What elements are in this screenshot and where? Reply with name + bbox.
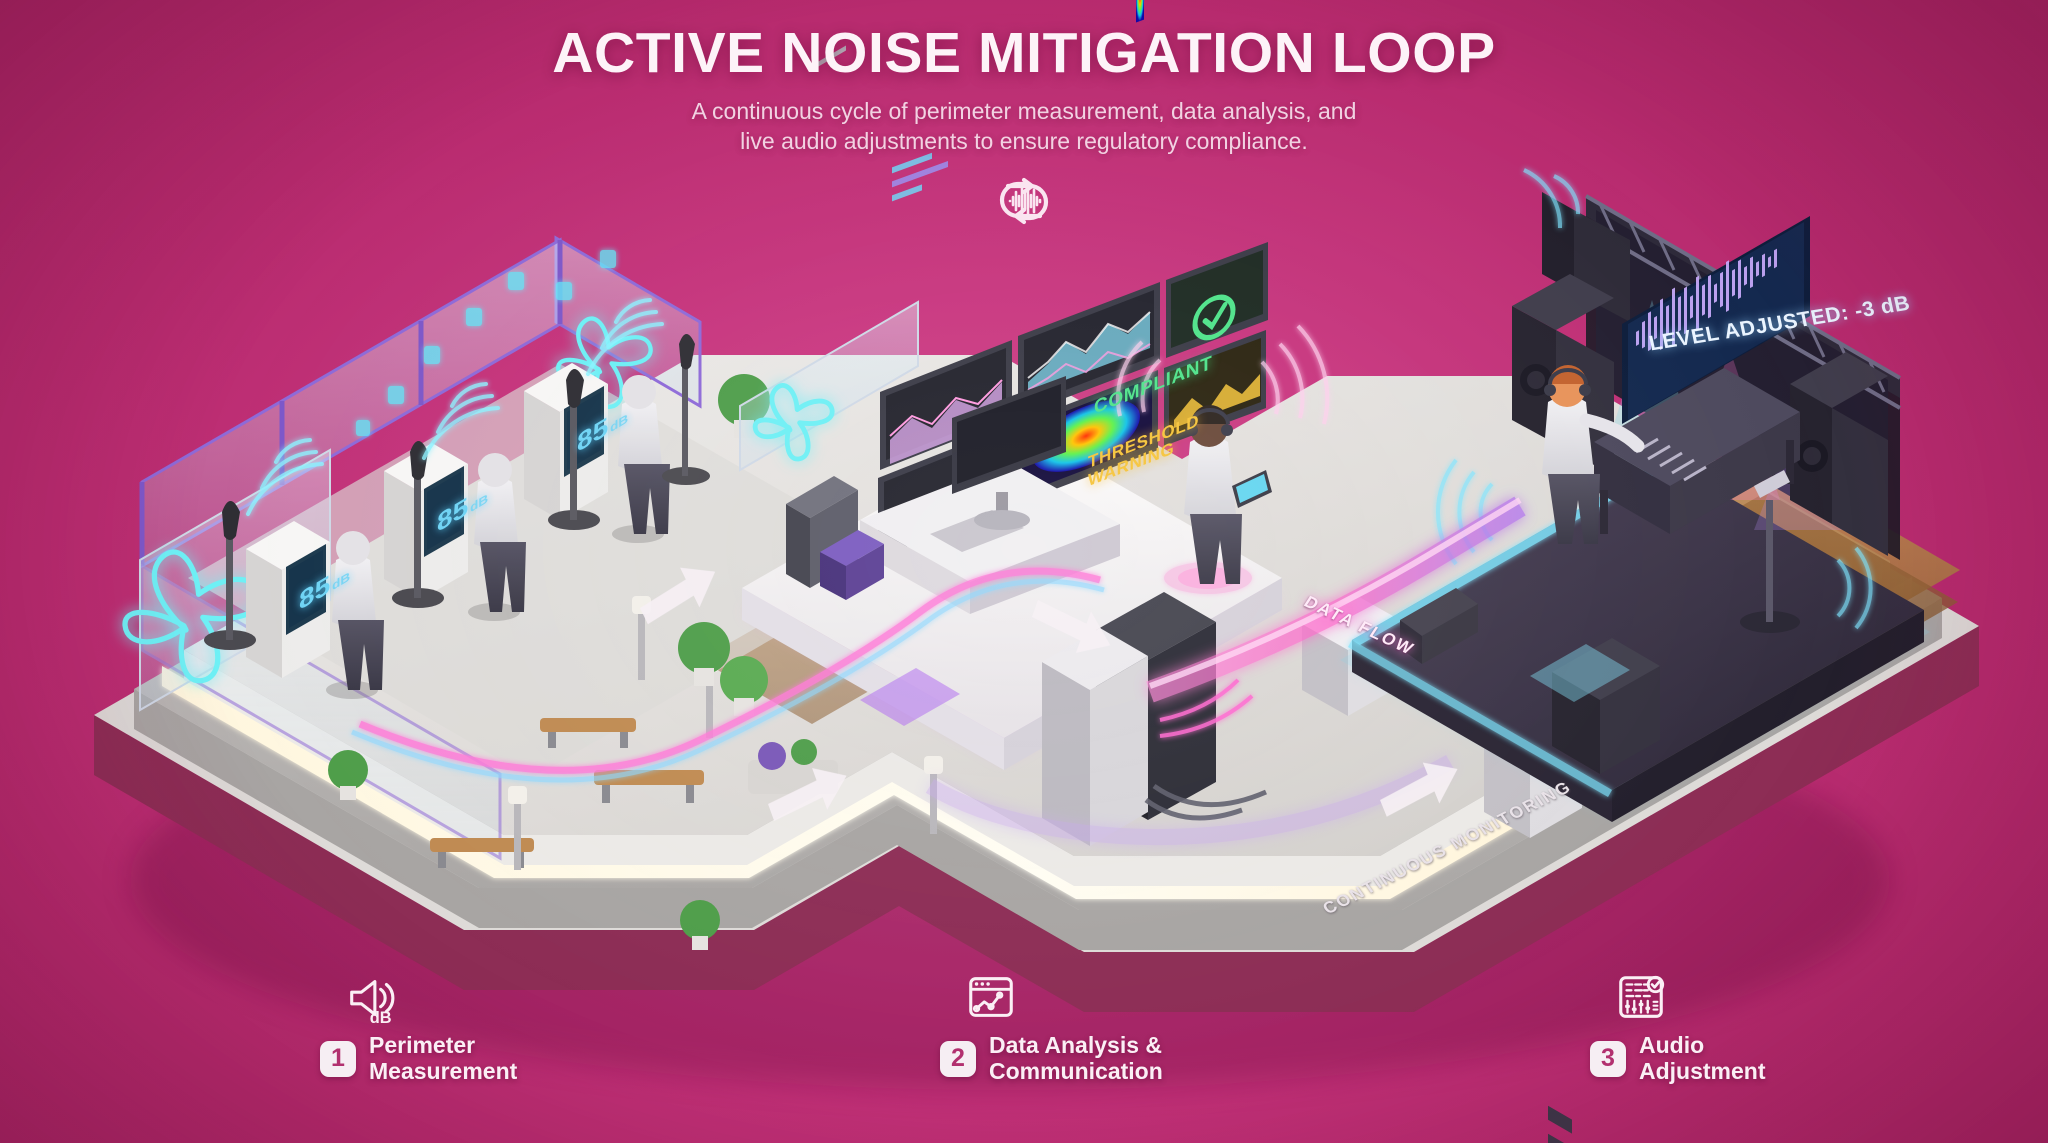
flow-line-cyan	[351, 578, 1105, 783]
stage-microphone-stand	[1740, 470, 1800, 633]
stage-screen	[1622, 216, 1810, 424]
legend-label-2-line1: Data Analysis &	[989, 1032, 1162, 1058]
legend-label-2-line2: Communication	[989, 1057, 1163, 1084]
data-flow-beam-core	[1148, 497, 1522, 689]
monitor	[880, 340, 1012, 470]
measurement-kiosk[interactable]	[246, 521, 330, 678]
measurement-kiosk[interactable]	[384, 443, 468, 600]
desk-monitor	[952, 376, 1066, 530]
console-faders	[1635, 437, 1707, 482]
mixer-check-icon	[1614, 971, 1668, 1025]
legend-label-3: Audio Adjustment	[1639, 1032, 1766, 1085]
zone3-stage	[1340, 168, 1930, 1143]
sound-waves	[1116, 324, 1330, 425]
legend-badge-3: 3	[1590, 1040, 1626, 1077]
legend-badge-1: 1	[320, 1040, 356, 1077]
legend-badge-2: 2	[940, 1040, 976, 1077]
legend-label-1: Perimeter Measurement	[369, 1032, 518, 1085]
data-cables	[1159, 678, 1254, 738]
speaker-stack-right	[1790, 352, 1888, 556]
wireless-signal-icon	[422, 382, 500, 460]
microphone-stand	[548, 369, 600, 530]
cables	[1144, 783, 1268, 821]
chart-window-icon	[964, 971, 1018, 1025]
microphone-stand	[662, 334, 710, 485]
subtitle-line-1: A continuous cycle of perimeter measurem…	[691, 97, 1357, 124]
legend-label-1-line2: Measurement	[369, 1057, 518, 1084]
legend-item-2[interactable]: 2 Data Analysis & Communication	[940, 971, 1163, 1085]
person-headset-operator	[1164, 405, 1272, 594]
db-caption: dB	[370, 1009, 392, 1025]
subtitle-line-2: live audio adjustments to ensure regulat…	[740, 128, 1308, 155]
neon-flower-logo-3	[752, 383, 835, 462]
legend-label-3-line1: Audio	[1639, 1032, 1705, 1058]
person-operator	[326, 531, 384, 699]
monitor-wedge-speaker	[1400, 588, 1478, 664]
control-room-glass-wall	[739, 300, 919, 472]
header: ACTIVE NOISE MITIGATION LOOP A continuou…	[0, 21, 2048, 229]
person-operator	[612, 375, 670, 543]
speaker-db-icon: dB	[344, 971, 398, 1025]
wireless-signal-icon	[246, 438, 324, 516]
flow-arrows	[640, 567, 1458, 822]
data-flow-beam	[1146, 496, 1526, 703]
microphone-stand	[392, 441, 444, 608]
microphone-stand	[204, 501, 256, 650]
loop-waveform-icon	[982, 173, 1066, 229]
page-title: ACTIVE NOISE MITIGATION LOOP	[552, 21, 1496, 85]
platform-rim-maroon	[94, 626, 1979, 1012]
data-tiles	[356, 250, 616, 436]
person-operator	[468, 453, 526, 621]
peripheral-box	[820, 530, 884, 600]
platform-rim-grey	[134, 598, 1942, 950]
wireless-signal-icon	[586, 298, 664, 376]
legend: dB 1 Perimeter Measurement	[0, 971, 2048, 1101]
person-audio-engineer	[1542, 365, 1645, 544]
legend-item-3[interactable]: 3 Audio Adjustment	[1590, 971, 1766, 1085]
subwoofer	[1552, 638, 1660, 774]
legend-label-3-line2: Adjustment	[1639, 1057, 1766, 1084]
legend-label-2: Data Analysis & Communication	[989, 1032, 1163, 1085]
page-subtitle: A continuous cycle of perimeter measurem…	[624, 96, 1424, 157]
legend-label-1-line1: Perimeter	[369, 1032, 476, 1058]
flow-line-pink	[358, 567, 1101, 774]
neon-flower-logo	[122, 549, 263, 684]
monitor-status-compliant	[1166, 242, 1268, 358]
zone1-floor	[188, 364, 905, 778]
flow-paths	[351, 496, 1630, 846]
monitoring-return-beam	[925, 755, 1454, 846]
server-rack	[1042, 628, 1148, 846]
mixing-console	[1594, 368, 1800, 534]
legend-item-1[interactable]: dB 1 Perimeter Measurement	[320, 971, 517, 1085]
